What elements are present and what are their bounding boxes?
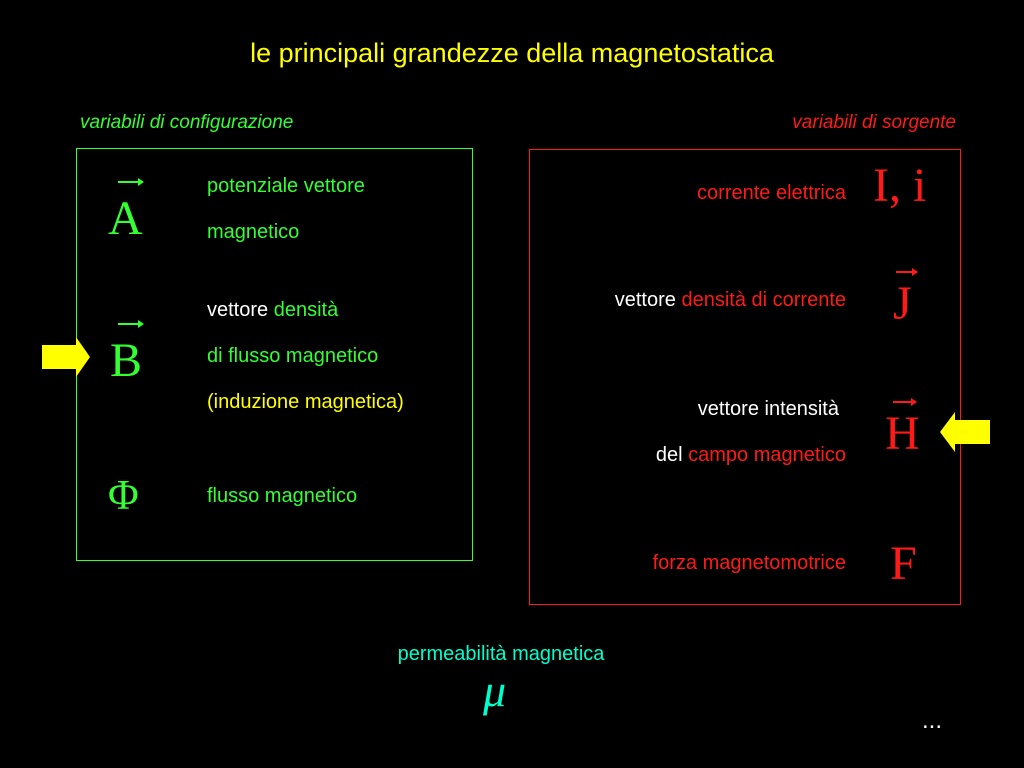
flux-label: flusso magnetico (207, 485, 358, 507)
symbol-mu: μ (483, 665, 507, 716)
source-header: variabili di sorgente (792, 112, 956, 133)
symbol-j: J (893, 277, 912, 330)
config-header: variabili di configurazione (80, 112, 294, 133)
symbol-b: B (110, 334, 143, 387)
potential-label-2: magnetico (207, 221, 300, 243)
potential-label-1: potenziale vettore (207, 175, 365, 197)
current-label: corrente elettrica (697, 182, 846, 204)
symbol-phi: Φ (108, 473, 139, 519)
induction-label-1: vettore densità (207, 299, 339, 321)
current-density-label: vettore densità di corrente (614, 289, 846, 311)
permeability-label: permeabilità magnetica (397, 643, 605, 665)
ellipsis: ... (922, 707, 943, 734)
symbol-f: F (890, 537, 917, 590)
mmf-label: forza magnetomotrice (652, 552, 846, 574)
symbol-h: H (885, 407, 920, 460)
field-intensity-label-1: vettore intensità (697, 398, 839, 420)
pointer-arrow-icon (42, 337, 90, 377)
page-title: le principali grandezze della magnetosta… (250, 38, 774, 68)
induction-label-3: (induzione magnetica) (207, 391, 404, 413)
pointer-arrow-icon (940, 412, 990, 452)
symbol-a: A (108, 192, 143, 245)
induction-label-2: di flusso magnetico (207, 345, 379, 367)
field-intensity-label-2: del campo magnetico (655, 444, 846, 466)
symbol-current: I, i (873, 159, 927, 212)
source-box (529, 149, 961, 605)
